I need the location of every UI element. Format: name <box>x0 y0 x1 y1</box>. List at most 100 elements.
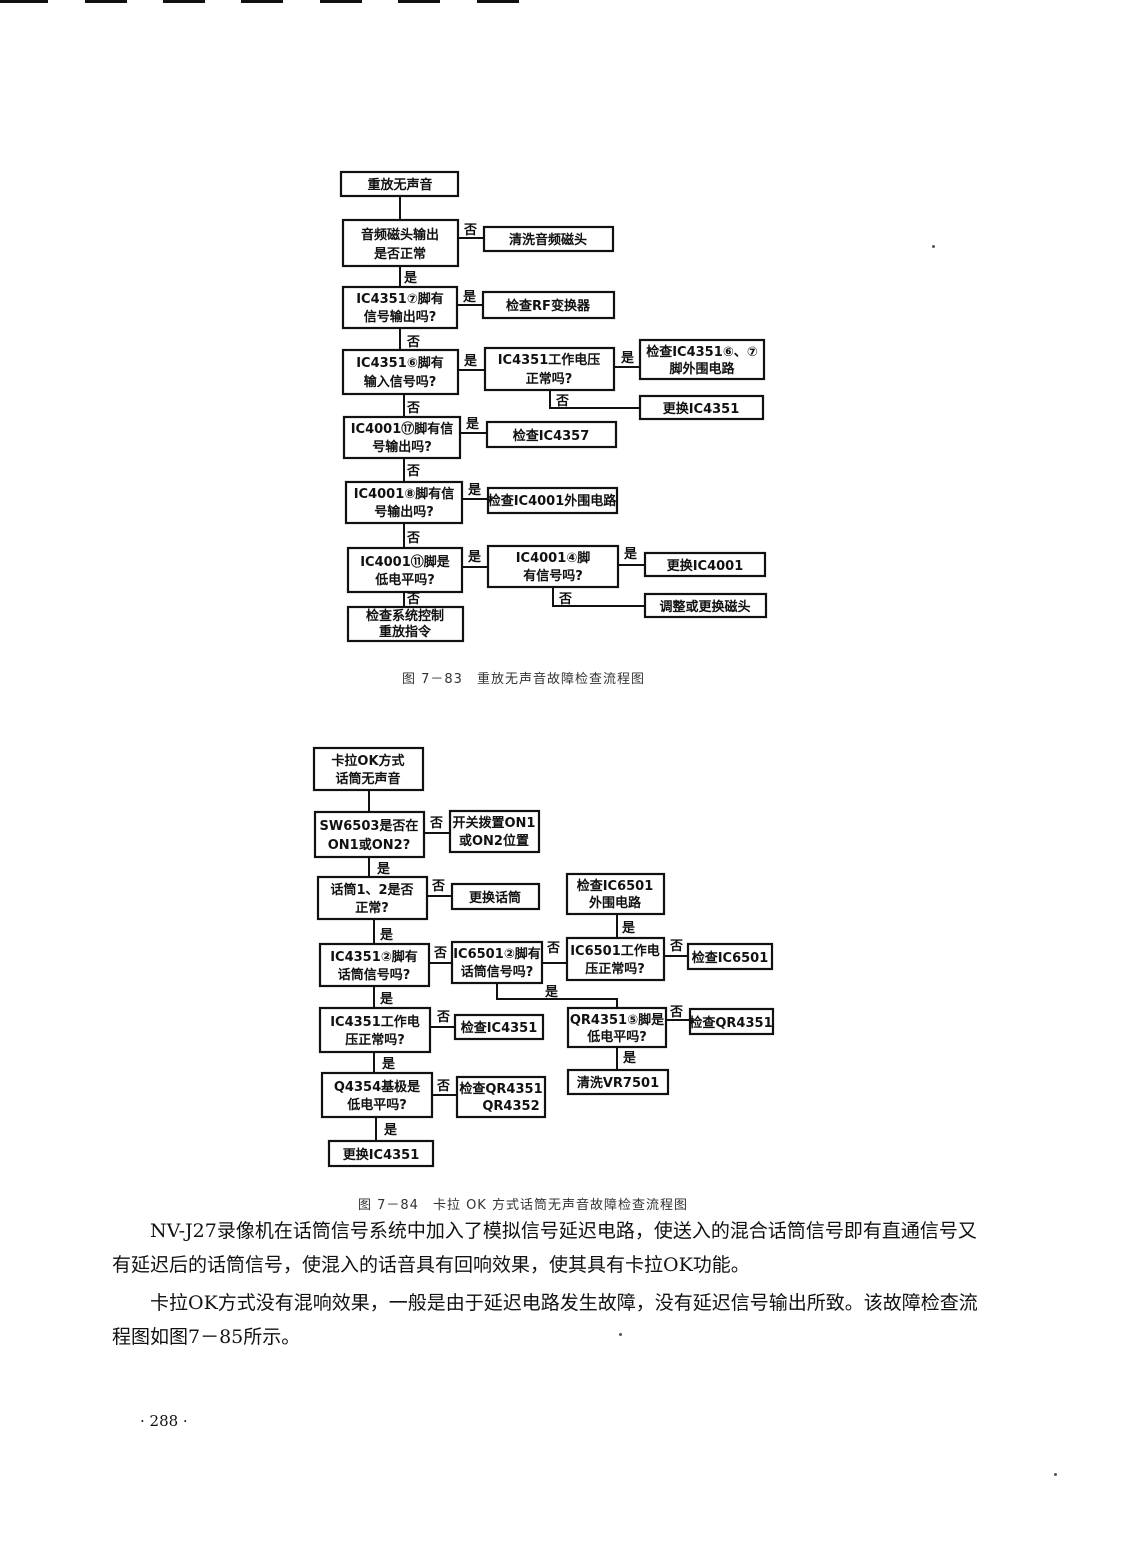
node-a3: 检查IC4351⑥、⑦ 脚外围电路 <box>638 338 766 381</box>
label-no: 否 <box>463 223 477 238</box>
svg-text:或ON2位置: 或ON2位置 <box>459 833 529 849</box>
svg-text:外围电路: 外围电路 <box>588 895 642 911</box>
label-no: 否 <box>436 1010 450 1025</box>
label-yes: 是 <box>544 985 559 1000</box>
label-yes: 是 <box>622 1051 637 1066</box>
svg-text:IC4001⑪脚是: IC4001⑪脚是 <box>360 554 451 570</box>
body-paragraph-2: 卡拉OK方式没有混响效果，一般是由于延迟电路发生故障，没有延迟信号输出所致。该故… <box>112 1292 978 1348</box>
svg-text:有信号吗?: 有信号吗? <box>523 568 583 584</box>
node-start: 卡拉OK方式 话筒无声音 <box>312 746 425 792</box>
node-a2: 检查RF变换器 <box>481 290 616 320</box>
label-no: 否 <box>669 939 683 954</box>
svg-text:IC6501②脚有: IC6501②脚有 <box>453 946 541 962</box>
node-a2: 更换话筒 <box>450 882 541 911</box>
svg-text:IC4351工作电: IC4351工作电 <box>330 1014 420 1030</box>
svg-text:低电平吗?: 低电平吗? <box>586 1029 647 1045</box>
svg-text:更换IC4351: 更换IC4351 <box>343 1147 420 1163</box>
label-no: 否 <box>669 1005 683 1020</box>
node-q3c: IC6501工作电 压正常吗? <box>565 936 666 982</box>
svg-text:检查IC4351⑥、⑦: 检查IC4351⑥、⑦ <box>646 344 758 360</box>
figure-caption-7-83: 图 7－83 重放无声音故障检查流程图 <box>402 672 645 687</box>
label-yes: 是 <box>621 921 636 936</box>
svg-text:检查IC4357: 检查IC4357 <box>513 428 590 444</box>
svg-text:调整或更换磁头: 调整或更换磁头 <box>659 599 750 615</box>
node-q2: IC4351⑦脚有 信号输出吗? <box>341 285 459 330</box>
page-number: · 288 · <box>140 1412 188 1430</box>
svg-text:检查QR4351: 检查QR4351 <box>689 1015 772 1031</box>
svg-text:IC4351⑦脚有: IC4351⑦脚有 <box>356 291 444 307</box>
branch-labels: 否 是 否 是 否 否 是 否 是 是 否 否 是 是 否 是 <box>376 816 683 1138</box>
figure-caption-7-84: 图 7－84 卡拉 OK 方式话筒无声音故障检查流程图 <box>358 1198 688 1213</box>
svg-text:清洗VR7501: 清洗VR7501 <box>577 1075 659 1091</box>
label-yes: 是 <box>620 351 635 366</box>
label-yes: 是 <box>462 290 477 305</box>
label-yes: 是 <box>623 547 638 562</box>
node-a3f: 清洗VR7501 <box>566 1068 670 1096</box>
label-no: 否 <box>555 394 569 409</box>
label-no: 否 <box>429 816 443 831</box>
node-q1: SW6503是否在 ON1或ON2? <box>313 810 426 859</box>
svg-text:正常?: 正常? <box>355 900 389 916</box>
svg-text:音频磁头输出: 音频磁头输出 <box>361 227 439 243</box>
svg-text:脚外围电路: 脚外围电路 <box>669 361 735 377</box>
svg-text:IC4351工作电压: IC4351工作电压 <box>498 352 601 368</box>
svg-text:重放指令: 重放指令 <box>379 624 432 640</box>
svg-text:Q4354基极是: Q4354基极是 <box>334 1079 421 1095</box>
label-yes: 是 <box>383 1123 398 1138</box>
node-a5: 检查IC4001外围电路 <box>486 486 619 515</box>
scan-speck <box>1054 1473 1057 1476</box>
node-a3b: 更换IC4351 <box>638 394 765 421</box>
label-yes: 是 <box>379 992 394 1007</box>
label-no: 否 <box>406 401 420 416</box>
header-rule <box>477 0 519 3</box>
svg-text:IC6501工作电: IC6501工作电 <box>570 943 660 959</box>
label-no: 否 <box>431 879 445 894</box>
svg-text:检查IC4351: 检查IC4351 <box>461 1020 538 1036</box>
node-q2: 话筒1、2是否 正常? <box>316 875 429 921</box>
svg-text:输入信号吗?: 输入信号吗? <box>364 374 437 390</box>
svg-text:号输出吗?: 号输出吗? <box>372 439 432 455</box>
svg-text:开关拨置ON1: 开关拨置ON1 <box>453 815 536 831</box>
label-no: 否 <box>436 1079 450 1094</box>
node-a3c: 检查IC6501 <box>686 942 774 971</box>
label-no: 否 <box>406 464 420 479</box>
node-q5: Q4354基极是 低电平吗? <box>320 1071 434 1119</box>
label-yes: 是 <box>465 417 480 432</box>
svg-text:SW6503是否在: SW6503是否在 <box>320 818 419 834</box>
svg-text:信号输出吗?: 信号输出吗? <box>364 309 437 325</box>
connectors <box>399 196 645 607</box>
header-rule <box>241 0 283 3</box>
label-no: 否 <box>546 941 560 956</box>
svg-text:检查IC6501: 检查IC6501 <box>692 950 769 966</box>
svg-text:检查IC4001外围电路: 检查IC4001外围电路 <box>488 493 618 509</box>
label-yes: 是 <box>381 1057 396 1072</box>
svg-text:更换话筒: 更换话筒 <box>469 890 521 906</box>
node-a3d: 检查IC6501 外围电路 <box>565 872 666 916</box>
node-a4: 检查IC4351 <box>453 1013 545 1041</box>
svg-text:低电平吗?: 低电平吗? <box>374 572 435 588</box>
svg-text:IC4351②脚有: IC4351②脚有 <box>330 949 418 965</box>
label-no: 否 <box>558 592 572 607</box>
node-a1: 清洗音频磁头 <box>482 225 615 253</box>
scan-speck <box>619 1333 622 1336</box>
header-rule <box>163 0 205 3</box>
svg-text:更换IC4351: 更换IC4351 <box>663 401 740 417</box>
flowchart-fig-7-84: 否 是 否 是 否 否 是 否 是 是 否 否 是 是 否 是 卡拉OK方式 话… <box>312 746 775 1168</box>
svg-text:检查系统控制: 检查系统控制 <box>366 608 444 624</box>
node-q3e: QR4351⑤脚是 低电平吗? <box>566 1006 668 1049</box>
connectors <box>368 790 690 1141</box>
svg-text:QR4351⑤脚是: QR4351⑤脚是 <box>570 1012 665 1028</box>
node-a6: 更换IC4001 <box>643 551 767 578</box>
node-q3b: IC6501②脚有 话筒信号吗? <box>450 940 544 985</box>
svg-text:号输出吗?: 号输出吗? <box>374 504 434 520</box>
svg-text:IC4001⑧脚有信: IC4001⑧脚有信 <box>354 486 455 502</box>
svg-text:检查RF变换器: 检查RF变换器 <box>506 298 591 314</box>
node-a3e: 检查QR4351 <box>688 1007 775 1036</box>
svg-text:话筒信号吗?: 话筒信号吗? <box>461 964 534 980</box>
svg-text:ON1或ON2?: ON1或ON2? <box>328 837 411 853</box>
svg-text:话筒1、2是否: 话筒1、2是否 <box>330 882 413 898</box>
label-yes: 是 <box>463 354 478 369</box>
node-a1: 开关拨置ON1 或ON2位置 <box>448 809 541 854</box>
node-end: 更换IC4351 <box>327 1139 435 1168</box>
svg-text:IC4351⑥脚有: IC4351⑥脚有 <box>356 355 444 371</box>
